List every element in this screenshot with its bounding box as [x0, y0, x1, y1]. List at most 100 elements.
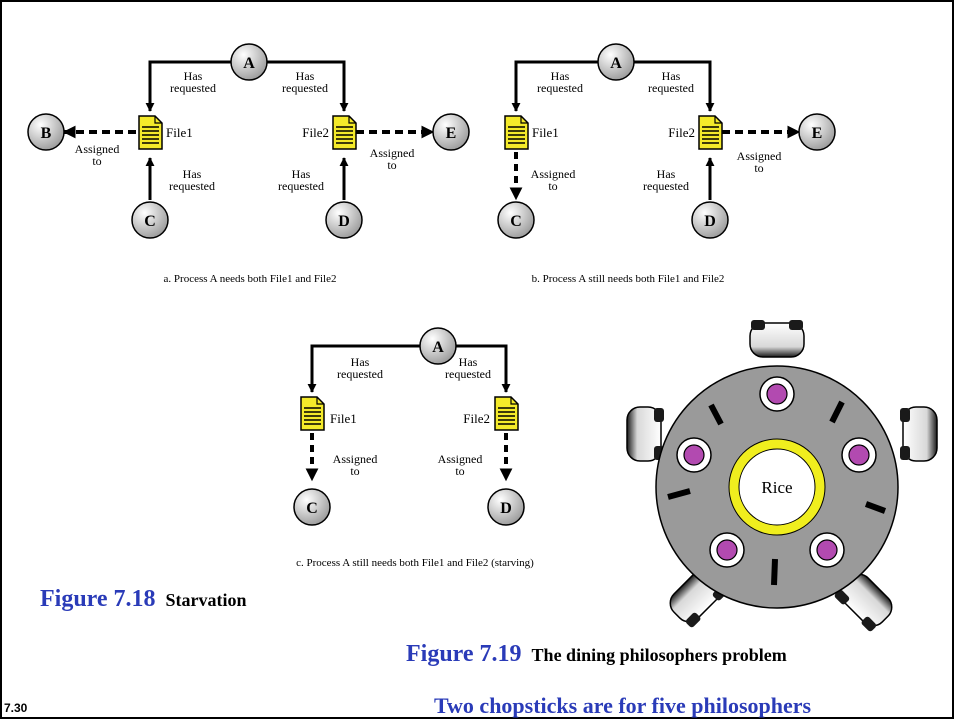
panel-caption: b. Process A still needs both File1 and … [532, 273, 725, 285]
process-node: C [293, 488, 331, 526]
svg-text:A: A [610, 55, 622, 72]
edge-labels: Has requested Has requested Assigned to … [333, 355, 491, 478]
edge-a-to-file2 [267, 60, 349, 112]
svg-text:Has: Has [657, 167, 676, 181]
svg-text:to: to [548, 179, 557, 193]
rice-bowl [729, 439, 825, 535]
svg-text:to: to [754, 161, 763, 175]
edge-a-to-file2 [634, 60, 715, 112]
svg-text:requested: requested [648, 81, 694, 95]
file-icon [300, 396, 325, 431]
figure-title: The dining philosophers problem [531, 645, 787, 665]
svg-text:Assigned: Assigned [333, 452, 378, 466]
svg-text:Has: Has [662, 69, 681, 83]
svg-text:requested: requested [643, 179, 689, 193]
svg-text:D: D [338, 213, 350, 230]
svg-text:Assigned: Assigned [75, 142, 120, 156]
process-node: A [230, 43, 268, 81]
process-node: D [325, 201, 363, 239]
svg-text:Has: Has [183, 167, 202, 181]
edge-a-to-file2 [456, 344, 511, 393]
svg-text:to: to [387, 158, 396, 172]
figure-number: Figure 7.18 [40, 586, 156, 612]
svg-text:Has: Has [292, 167, 311, 181]
plate [709, 532, 745, 568]
svg-text:Has: Has [551, 69, 570, 83]
file-icon [332, 115, 357, 150]
figure-title: Starvation [165, 590, 247, 610]
svg-text:E: E [446, 125, 457, 142]
svg-text:A: A [243, 55, 255, 72]
edge-a-to-file1 [307, 344, 420, 393]
file-label: File1 [166, 125, 193, 140]
panel-b: A C D E File1 File2 Has requested Has re… [497, 43, 836, 285]
svg-text:requested: requested [278, 179, 324, 193]
slide-number: 7.30 [4, 701, 28, 715]
svg-text:D: D [704, 213, 716, 230]
file-label: File1 [532, 125, 559, 140]
edge-labels: Has requested Has requested Assigned to … [531, 69, 782, 193]
svg-text:B: B [41, 125, 52, 142]
process-node: C [497, 201, 535, 239]
chair-icon [749, 320, 805, 358]
process-node: D [487, 488, 525, 526]
process-node: A [597, 43, 635, 81]
plate [841, 437, 877, 473]
file-icon [504, 115, 529, 150]
svg-text:Has: Has [296, 69, 315, 83]
svg-text:requested: requested [445, 367, 491, 381]
svg-text:Assigned: Assigned [531, 167, 576, 181]
file-label: File2 [302, 125, 329, 140]
panel-a: A B C D E File1 File2 Has requested Has … [27, 43, 470, 285]
svg-text:C: C [306, 500, 318, 517]
svg-text:to: to [92, 154, 101, 168]
file-label: File2 [668, 125, 695, 140]
svg-text:to: to [350, 464, 359, 478]
plate [809, 532, 845, 568]
svg-text:C: C [144, 213, 156, 230]
svg-text:C: C [510, 213, 522, 230]
process-node: C [131, 201, 169, 239]
process-node: D [691, 201, 729, 239]
svg-text:Has: Has [184, 69, 203, 83]
svg-text:E: E [812, 125, 823, 142]
panel-c: A C D File1 File2 Has requested Has requ… [293, 327, 534, 569]
svg-text:requested: requested [337, 367, 383, 381]
svg-text:requested: requested [282, 81, 328, 95]
svg-text:Assigned: Assigned [438, 452, 483, 466]
figure-note: Two chopsticks are for five philosophers [434, 693, 812, 718]
file-label: File1 [330, 411, 357, 426]
svg-text:D: D [500, 500, 512, 517]
file-icon [494, 396, 519, 431]
file-icon [138, 115, 163, 150]
plate [676, 437, 712, 473]
chopsticks [667, 400, 887, 586]
panel-caption: c. Process A still needs both File1 and … [296, 557, 534, 569]
process-node: E [432, 113, 470, 151]
svg-text:Has: Has [459, 355, 478, 369]
process-node: B [27, 113, 65, 151]
dining-philosophers-illustration: Rice [626, 320, 938, 632]
svg-text:to: to [455, 464, 464, 478]
rice-label: Rice [761, 478, 792, 497]
svg-text:Assigned: Assigned [737, 149, 782, 163]
svg-text:A: A [432, 339, 444, 356]
plate [759, 376, 795, 412]
svg-text:requested: requested [169, 179, 215, 193]
file-label: File2 [463, 411, 490, 426]
svg-text:requested: requested [537, 81, 583, 95]
svg-text:Assigned: Assigned [370, 146, 415, 160]
process-node: A [419, 327, 457, 365]
chair-icon [626, 406, 664, 462]
edge-a-to-file1 [145, 60, 231, 112]
svg-text:Has: Has [351, 355, 370, 369]
figure-number: Figure 7.19 [406, 641, 522, 667]
figure-7-18-caption: Figure 7.18 Starvation [40, 586, 247, 613]
svg-text:requested: requested [170, 81, 216, 95]
edge-a-to-file1 [511, 60, 598, 112]
edge-labels: Has requested Has requested Assigned to … [75, 69, 415, 193]
process-node: E [798, 113, 836, 151]
panel-caption: a. Process A needs both File1 and File2 [164, 273, 337, 285]
